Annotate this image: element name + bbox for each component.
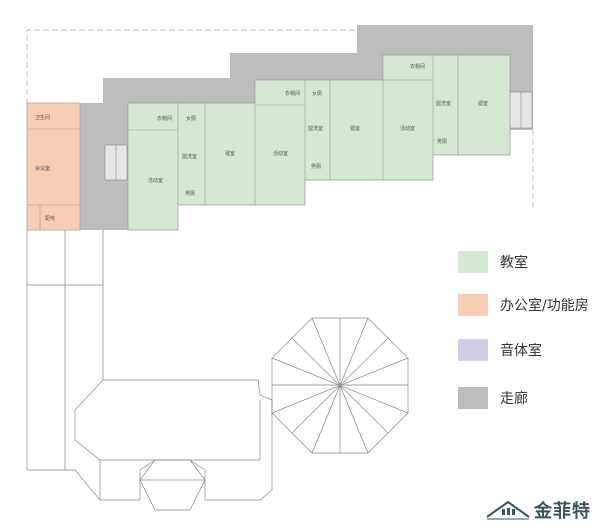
label-activity-1: 活动室 xyxy=(148,177,163,184)
label-meeting: 会议室 xyxy=(35,165,50,172)
label-power: 配电 xyxy=(45,215,55,222)
legend-item-office: 办公室/功能房 xyxy=(458,294,589,316)
corridor-area xyxy=(80,25,533,230)
legend-item-classroom: 教室 xyxy=(458,251,528,273)
legend-swatch xyxy=(458,294,488,316)
label-bedroom-2: 寝室 xyxy=(350,125,360,132)
label-activity-3: 活动室 xyxy=(400,125,415,132)
label-cloak-2: 衣帽间 xyxy=(285,90,300,97)
stair-right xyxy=(509,91,533,129)
label-wash-2: 盥洗室 xyxy=(308,125,323,132)
office-area xyxy=(26,102,81,231)
lower-building-outline xyxy=(26,230,273,511)
legend-item-music: 音体室 xyxy=(458,339,542,361)
house-logo-icon xyxy=(486,500,530,520)
brand-logo: 金菲特 xyxy=(485,497,591,523)
label-activity-2: 活动室 xyxy=(273,150,288,157)
label-bedroom-1: 寝室 xyxy=(225,150,235,157)
label-male-wc-1: 男厕 xyxy=(185,191,195,197)
logo-text: 金菲特 xyxy=(534,501,591,522)
legend-label: 走廊 xyxy=(500,391,528,407)
stair-left xyxy=(104,144,128,181)
label-wash-1: 盥洗室 xyxy=(182,153,197,160)
label-toilet: 卫生间 xyxy=(35,114,50,121)
legend-swatch xyxy=(458,339,488,361)
label-female-wc-1: 女厕 xyxy=(186,115,196,122)
legend-item-corridor: 走廊 xyxy=(458,387,528,409)
legend-swatch xyxy=(458,387,488,409)
octagon-pavilion xyxy=(271,317,409,454)
legend-label: 教室 xyxy=(500,255,528,271)
label-bedroom-3: 寝室 xyxy=(478,100,488,107)
legend-label: 办公室/功能房 xyxy=(500,298,589,314)
label-wash-3: 盥洗室 xyxy=(436,100,451,107)
label-male-wc-3: 男厕 xyxy=(437,139,447,145)
label-female-wc-2: 女厕 xyxy=(312,90,322,97)
legend-label: 音体室 xyxy=(500,343,542,359)
label-male-wc-2: 男厕 xyxy=(311,164,321,170)
label-cloak-1: 衣帽间 xyxy=(157,115,172,122)
label-cloak-3: 衣帽间 xyxy=(410,63,425,70)
legend-swatch xyxy=(458,251,488,273)
